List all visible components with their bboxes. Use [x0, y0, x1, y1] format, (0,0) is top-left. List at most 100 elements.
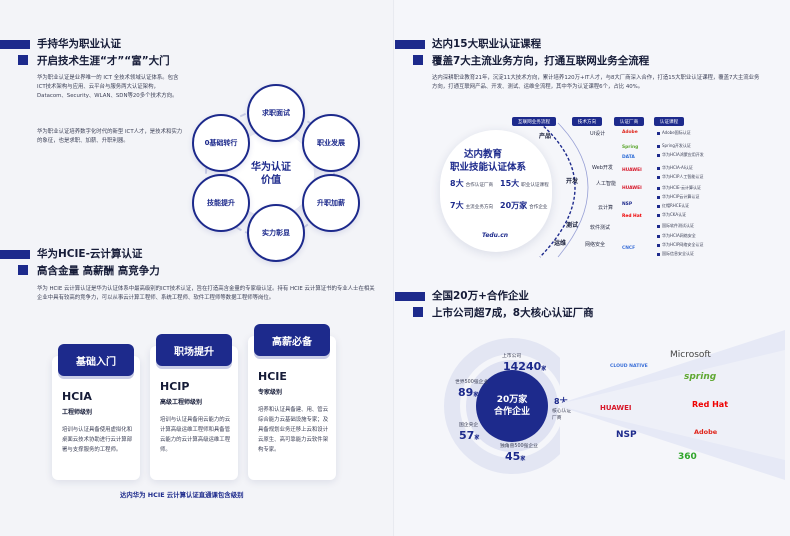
eco-center-line1: 20万家	[496, 395, 528, 405]
cert-item: 华为HCIP云计算认证	[657, 194, 699, 200]
logo-adobe: Adobe	[694, 428, 718, 436]
node-show-strength: 实力彰显	[247, 204, 305, 262]
cert-item: 华为HCIP人工智能认证	[657, 174, 703, 180]
section-bar	[395, 292, 425, 301]
value-paragraph: 华为职业认证培养数字化时代的新型 ICT人才，是技术和实力的象征，也是求职、加薪…	[37, 129, 183, 144]
vendor-nsp: NSP	[622, 202, 633, 207]
stat-courses: 15大职业认证课程	[500, 179, 549, 188]
cert-item: 华为HCIA鸿蒙应用开发	[657, 152, 704, 158]
card-hcie-head: 高薪必备	[254, 324, 330, 356]
stat-vendors: 8大合作认证厂商	[450, 179, 494, 188]
subtitle-mark	[413, 55, 423, 65]
section-bar	[0, 40, 30, 49]
courses-paragraph: 达内深耕职业教育21年，沉淀11大技术方向，累计培养120万+IT人才，与8大厂…	[432, 75, 760, 90]
cert-item: 华为HCIE-云计算认证	[657, 185, 701, 191]
section-subtitle: 高含金量 高薪酬 高竞争力	[37, 265, 160, 277]
vendor-adobe: Adobe	[622, 130, 638, 135]
cards-caption: 达内华为 HCIE 云计算认证直通课包含级别	[120, 491, 244, 499]
center-line1: 华为认证	[251, 162, 291, 173]
category-product: 产品	[539, 133, 552, 140]
direction-testing: 软件测试	[590, 225, 611, 231]
eco-core-num: 8大	[554, 397, 568, 406]
card-hcie-level: 专家级别	[258, 389, 283, 396]
vendor-redhat: Red Hat	[622, 214, 642, 219]
logo-huawei: HUAWEI	[600, 404, 632, 412]
section-bar	[0, 250, 30, 259]
cert-item: 华为CKA认证	[657, 212, 686, 218]
direction-web: Web开发	[592, 165, 613, 171]
system-title-line1: 达内教育	[464, 149, 503, 160]
eco-num-soe: 57家	[459, 429, 480, 442]
subtitle-mark	[18, 55, 28, 65]
cert-item: 华为HCIP网络安全认证	[657, 242, 703, 248]
node-raise-promotion: 升职加薪	[302, 174, 360, 232]
vendor-fan	[555, 330, 785, 480]
cert-item: Adobe国际认证	[657, 130, 691, 136]
cert-item: 红帽RHCE认证	[657, 203, 689, 209]
eco-num-fortune500: 89家	[458, 386, 479, 399]
section-subtitle: 覆盖7大主流业务方向，打通互联网业务全流程	[432, 55, 650, 67]
vendor-huawei: HUAWEI	[622, 186, 642, 191]
logo-nsp: NSP	[616, 430, 637, 440]
vendor-spring: Spring	[622, 145, 639, 150]
cert-item: 国际信息安全认证	[657, 251, 694, 257]
eco-label-listed: 上市公司	[502, 354, 522, 359]
card-hcie-desc: 培养和认证具备建、用、管云综合能力云基础设施专家；及具备规划业务迁移上云和设计云…	[258, 407, 329, 453]
section-title: 手持华为职业认证	[37, 38, 121, 50]
header-business-flow: 互联网业务流程	[512, 117, 556, 126]
direction-ai: 人工智能	[596, 181, 617, 187]
card-hcip-head: 职场提升	[156, 334, 232, 366]
enterprise-center: 20万家 合作企业	[476, 370, 548, 442]
category-develop: 开发	[566, 178, 579, 185]
stat-directions: 7大主流业务方向	[450, 201, 494, 210]
vendor-cncf: CNCF	[622, 246, 636, 251]
cert-item: Spring开发认证	[657, 143, 691, 149]
hcie-paragraph: 华为 HCIE 云计算认证是华为认证体系中最高级别的ICT技术认证，旨在打造高含…	[37, 286, 375, 301]
left-page: 手持华为职业认证 开启技术生涯“才”“富”大门 华为职业认证是业界唯一的 ICT…	[0, 0, 395, 536]
logo-microsoft: Microsoft	[670, 350, 711, 360]
eco-label-soe: 国企央企	[459, 423, 479, 428]
card-hcip-level: 高级工程师级别	[160, 399, 203, 406]
category-operations: 运维	[554, 240, 567, 247]
vendor-huawei: HUAWEI	[622, 168, 642, 173]
card-hcia-head: 基础入门	[58, 344, 134, 376]
cert-item: 华为HCIA网络安全	[657, 233, 696, 239]
eco-num-unicorn: 45家	[505, 450, 526, 463]
vendor-data: DATA	[622, 155, 635, 160]
section-subtitle: 开启技术生涯“才”“富”大门	[37, 55, 170, 67]
card-hcia	[52, 356, 140, 480]
section-subtitle: 上市公司超7成，8大核心认证厂商	[432, 307, 594, 319]
subtitle-mark	[413, 307, 423, 317]
subtitle-mark	[18, 265, 28, 275]
card-hcie	[248, 336, 336, 480]
node-job-interview: 求职面试	[247, 84, 305, 142]
node-zero-basis-transfer: 0基础转行	[192, 114, 250, 172]
card-hcip-code: HCIP	[160, 380, 190, 393]
section-title: 全国20万+合作企业	[432, 290, 529, 302]
node-career-development: 职业发展	[302, 114, 360, 172]
tedu-logo: Tedu.cn	[482, 232, 509, 239]
system-title-line2: 职业技能认证体系	[450, 162, 527, 173]
intro-paragraph: 华为职业认证是业界唯一的 ICT 全技术领域认证体系。包含ICT技术架构与应用、…	[37, 75, 179, 99]
center-line2: 价值	[261, 175, 281, 186]
header-tech-direction: 技术方向	[572, 117, 602, 126]
header-course: 认证课程	[654, 117, 684, 126]
direction-cloud: 云计算	[598, 205, 614, 211]
section-bar	[395, 40, 425, 49]
section-title: 华为HCIE-云计算认证	[37, 248, 143, 260]
eco-core-label: 核心认证厂商	[552, 409, 572, 421]
logo-cloud-native: CLOUD NATIVE	[610, 364, 648, 369]
cert-item: 华为HCIA-AI认证	[657, 165, 693, 171]
card-hcia-code: HCIA	[62, 390, 92, 403]
card-hcia-desc: 培训与认证具备使用虚拟化和桌面云技术协助进行云计算部署与支撑服务的工程师。	[62, 427, 133, 453]
section-title: 达内15大职业认证课程	[432, 38, 542, 50]
eco-label-fortune500: 世界500强企业	[455, 380, 489, 385]
cert-item: 国际软件测试认证	[657, 223, 694, 229]
card-hcip-desc: 培训与认证具备用云能力的云计算高级运维工程师和具备管云能力的云计算高级运维工程师…	[160, 417, 231, 453]
card-hcie-code: HCIE	[258, 370, 287, 383]
category-test: 测试	[566, 222, 579, 229]
flow-arcs	[539, 122, 589, 258]
logo-360: 360	[678, 452, 697, 462]
direction-security: 网络安全	[585, 242, 606, 248]
logo-redhat: Red Hat	[692, 400, 729, 409]
